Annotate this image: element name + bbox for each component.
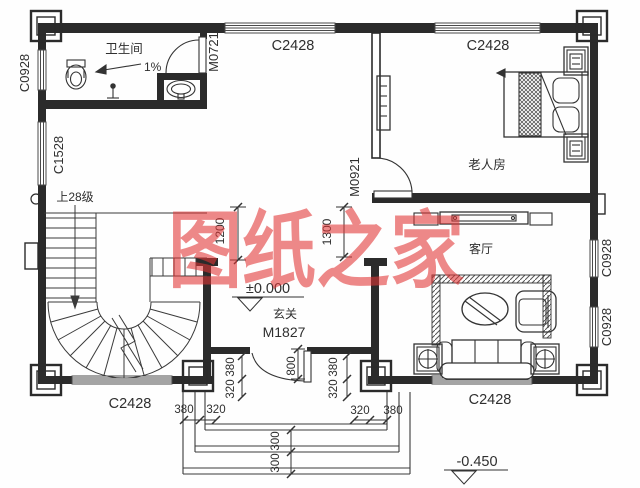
door-entry-m1827: [251, 350, 312, 383]
window-label-right-lower: C0928: [599, 308, 614, 346]
dim-right-horizontal: [349, 415, 392, 425]
doors: [165, 36, 413, 383]
pilaster-right: [591, 193, 606, 215]
column-porch-left: [181, 359, 215, 393]
stair-note: 上28级: [56, 190, 93, 204]
stair-winder-fan: [47, 301, 201, 379]
column-porch-right: [359, 359, 393, 393]
level-label-outdoor: -0.450: [456, 454, 497, 470]
sofa: [436, 339, 537, 380]
level-marker-outdoor: [444, 469, 508, 485]
dimension-lines: [179, 202, 508, 485]
slope-arrow: [94, 63, 142, 75]
dim-label-hall-right: 1300: [320, 218, 334, 245]
slope-label: 1%: [144, 60, 162, 74]
double-bed: [495, 68, 589, 138]
wall-cabinet: [376, 75, 391, 131]
toilet: [65, 59, 87, 90]
dim-label-right-v-outer: 380: [328, 357, 340, 376]
room-label-foyer: 玄关: [273, 306, 297, 321]
window-bottom-stair: [71, 375, 173, 385]
window-label-top-bedroom: C2428: [467, 38, 510, 54]
dim-label-right-h-outer: 380: [383, 405, 402, 417]
room-label-elder: 老人房: [468, 157, 506, 172]
side-table-left: [413, 343, 443, 375]
dim-label-left-v-outer: 380: [225, 357, 237, 376]
dim-left-horizontal: [179, 415, 221, 425]
dim-label-hall-left: 1200: [213, 217, 227, 244]
labels: 卫生间 1% C2428 C2428 老人房 客厅 玄关 M1827 ±0.00…: [17, 32, 614, 472]
window-right-lower: [589, 306, 599, 348]
dim-1300: [336, 202, 352, 262]
living-furniture: [413, 211, 560, 380]
side-table-right: [530, 343, 560, 375]
door-bathroom-m0721: [165, 36, 207, 74]
pilaster-left: [24, 242, 39, 270]
dim-label-left-h-inner: 320: [206, 404, 225, 416]
dim-label-step-a: 300: [270, 431, 282, 450]
dim-label-entry-depth: 800: [286, 356, 298, 375]
dim-label-left-h-outer: 380: [174, 404, 193, 416]
window-label-left-upper: C0928: [17, 54, 32, 92]
dim-label-left-v-inner: 320: [225, 379, 237, 398]
window-label-right-upper: C0928: [599, 239, 614, 277]
dim-800: [291, 344, 305, 384]
window-left-stair: [37, 121, 47, 186]
room-label-living: 客厅: [469, 241, 493, 256]
downpipe-symbol: [30, 193, 42, 205]
dim-label-step-b: 300: [270, 453, 282, 472]
column-top-left: [29, 9, 63, 43]
dim-label-right-h-inner: 320: [350, 405, 369, 417]
window-label-left-stair: C1528: [51, 136, 66, 174]
window-label-top-hall: C2428: [272, 38, 315, 54]
column-bottom-left: [29, 363, 63, 397]
stair-right-flight: [150, 257, 207, 277]
floor-drain: [107, 83, 119, 99]
nightstand-top: [563, 46, 589, 76]
staircase: [44, 205, 207, 379]
dim-right-vertical: [342, 351, 352, 402]
window-label-bottom-stair: C2428: [109, 396, 152, 412]
windows: [37, 22, 599, 385]
window-top-bedroom: [434, 22, 541, 34]
level-label-indoor: ±0.000: [246, 281, 290, 297]
door-bedroom-m0921: [373, 157, 413, 199]
nightstand-bottom: [563, 133, 589, 163]
window-right-upper: [589, 239, 599, 278]
bathroom-fixtures: [65, 59, 196, 100]
bedroom-left-wall: [371, 32, 381, 159]
dim-label-right-v-inner: 320: [328, 379, 340, 398]
window-top-hall: [224, 22, 336, 34]
stair-left-flight: [46, 217, 96, 299]
window-label-bottom-living: C2428: [469, 392, 512, 408]
door-label-bedroom: M0921: [347, 157, 362, 197]
stair-break-line: [111, 314, 144, 373]
door-label-bathroom: M0721: [206, 32, 221, 72]
dim-porch-steps: [286, 425, 296, 479]
stair-up-arrow: [70, 205, 80, 310]
room-label-bathroom: 卫生间: [105, 42, 143, 56]
level-marker-indoor: [232, 296, 304, 312]
porch-steps: [182, 392, 411, 475]
bedroom-furniture: [376, 46, 589, 163]
watermark-text: 图纸之家: [168, 204, 464, 298]
coffee-table: [461, 292, 509, 326]
tv-cabinet: [413, 211, 553, 226]
window-left-upper: [37, 49, 47, 91]
dim-left-vertical: [237, 351, 247, 402]
column-top-right: [575, 9, 609, 43]
column-bottom-right: [575, 363, 609, 397]
rug: [431, 274, 552, 346]
columns: [24, 9, 609, 397]
sink: [166, 79, 196, 100]
door-label-entry: M1827: [263, 324, 306, 340]
armchair: [515, 290, 557, 333]
dim-1200: [230, 202, 246, 265]
